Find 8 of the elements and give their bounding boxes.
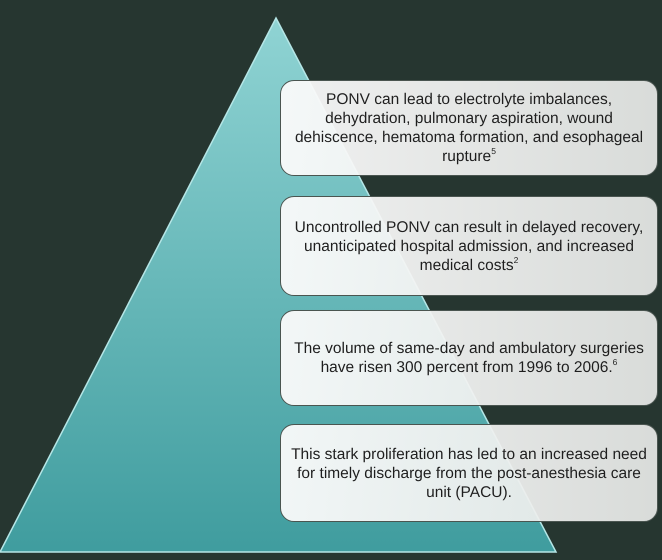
- text-box: [280, 424, 658, 522]
- text-box: [280, 310, 658, 406]
- text-box: [280, 196, 658, 296]
- box-text: PONV can lead to electrolyte imbalances, dehydration, pulmonary aspiration, wound dehiscence, hematoma formation, and esophageal rupture$^{5}$: [294, 90, 644, 166]
- box-text: Uncontrolled PONV can result in delayed recovery, unanticipated hospital admission, and increased medical costs$^{2}$: [294, 218, 644, 274]
- text-box: [280, 80, 658, 176]
- box-text: The volume of same-day and ambulatory surgeries have risen 300 percent from 1996 to 2006.$^{6}$: [293, 339, 645, 377]
- box-text: This stark proliferation has led to an increased need for timely discharge from the post-anesthesia care unit (PACU).: [291, 444, 647, 502]
